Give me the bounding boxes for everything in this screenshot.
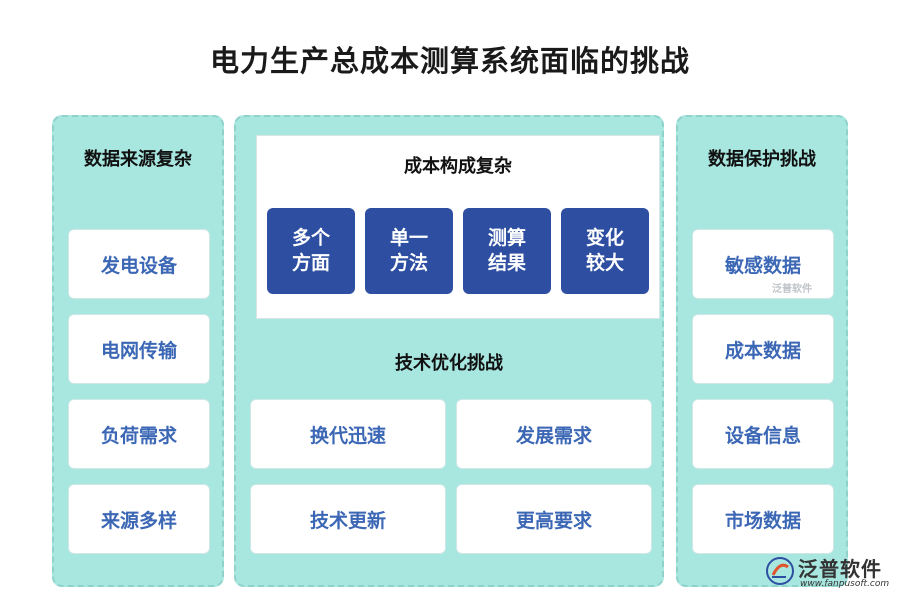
logo-url: www.fanpusoft.com: [800, 579, 890, 589]
card-item: 敏感数据: [692, 229, 834, 299]
card-item: 发电设备: [68, 229, 210, 299]
card-item: 负荷需求: [68, 399, 210, 469]
card-item: 发展需求: [456, 399, 652, 469]
card-item: 来源多样: [68, 484, 210, 554]
blue-card-item: 单一 方法: [365, 208, 453, 294]
panel-data-sources: 数据来源复杂 发电设备 电网传输 负荷需求 来源多样: [52, 115, 224, 587]
blue-card-item: 多个 方面: [267, 208, 355, 294]
watermark-text: 泛普软件: [772, 284, 812, 295]
blue-card-item: 测算 结果: [463, 208, 551, 294]
brand-logo: 泛普软件 www.fanpusoft.com: [764, 551, 894, 595]
card-item: 成本数据: [692, 314, 834, 384]
logo-icon: [766, 557, 794, 585]
card-item: 电网传输: [68, 314, 210, 384]
watermark: 泛普软件: [772, 280, 812, 295]
card-item: 设备信息: [692, 399, 834, 469]
tech-optimization-heading: 技术优化挑战: [395, 353, 503, 374]
panel-data-protection: 数据保护挑战 敏感数据 成本数据 设备信息 市场数据: [676, 115, 848, 587]
logo-name: 泛普软件: [798, 557, 882, 581]
blue-card-item: 变化 较大: [561, 208, 649, 294]
cost-structure-box: 成本构成复杂 多个 方面 单一 方法 测算 结果 变化 较大: [256, 135, 660, 319]
page-title: 电力生产总成本测算系统面临的挑战: [209, 44, 690, 78]
card-item: 换代迅速: [250, 399, 446, 469]
panel-heading: 数据保护挑战: [708, 149, 816, 170]
card-item: 更高要求: [456, 484, 652, 554]
card-item: 市场数据: [692, 484, 834, 554]
panel-heading: 数据来源复杂: [84, 149, 192, 170]
cost-structure-heading: 成本构成复杂: [404, 156, 512, 177]
panel-cost-tech: 成本构成复杂 多个 方面 单一 方法 测算 结果 变化 较大 技术优化挑战 换代…: [234, 115, 664, 587]
card-item: 技术更新: [250, 484, 446, 554]
